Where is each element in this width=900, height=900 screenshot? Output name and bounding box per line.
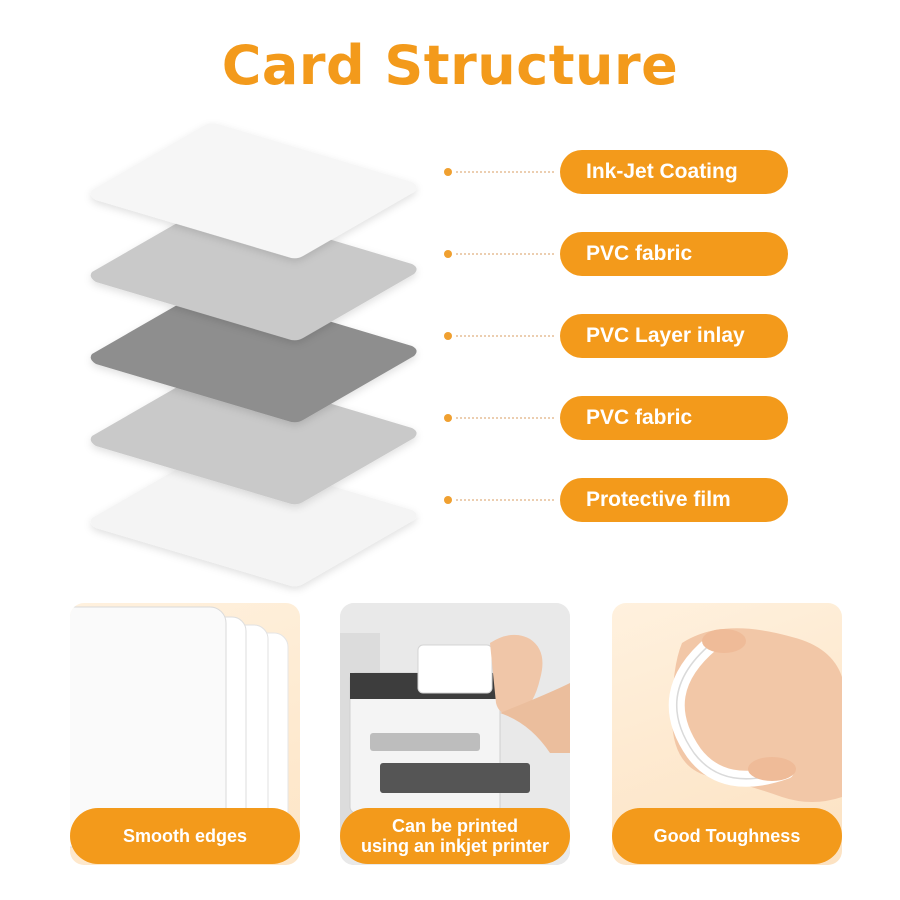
connector-dot — [444, 250, 452, 258]
feature-badge-text: Smooth edges — [122, 826, 247, 846]
connector-dot — [444, 332, 452, 340]
layer-label-1: Ink-Jet Coating — [560, 150, 788, 194]
card-layer-2 — [90, 205, 417, 341]
layer-label-2: PVC fabric — [560, 232, 788, 276]
card-layer-5 — [90, 451, 417, 587]
page-title: Card Structure — [221, 34, 679, 97]
feature-badge-3: Good Toughness — [612, 808, 842, 864]
feature-badge-1: Smooth edges — [70, 808, 300, 864]
connector-dot — [444, 414, 452, 422]
connector-dot — [444, 496, 452, 504]
card-layer-3 — [90, 287, 417, 423]
card-layer-4 — [90, 369, 417, 505]
layer-label-3: PVC Layer inlay — [560, 314, 788, 358]
feature-badge-text: using an inkjet printer — [360, 836, 550, 856]
card-layer-1 — [90, 123, 417, 259]
card-layer-diagram — [90, 123, 556, 587]
stacked-cards-icon — [70, 606, 289, 854]
layer-label-4: PVC fabric — [560, 396, 788, 440]
layer-label-5: Protective film — [560, 478, 788, 522]
feature-badge-text: Good Toughness — [653, 826, 801, 846]
connector-dot — [444, 168, 452, 176]
feature-badge-text: Can be printed — [391, 816, 518, 836]
bent-card-icon — [668, 628, 842, 802]
